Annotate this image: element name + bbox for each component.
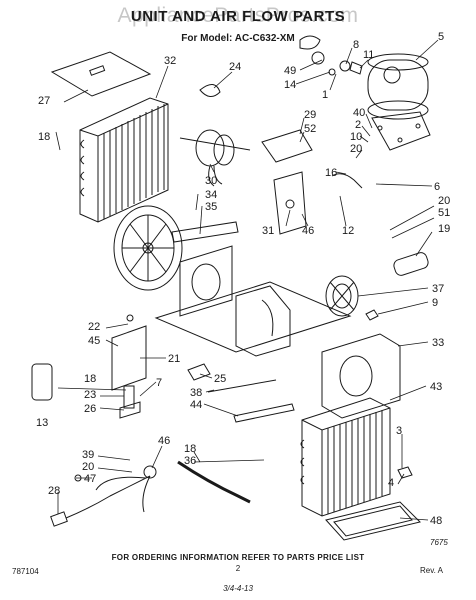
callout-label: 5: [438, 31, 444, 43]
callout-label: 19: [438, 223, 450, 235]
callout-label: 43: [430, 381, 442, 393]
callout-label: 35: [205, 201, 217, 213]
part-list-code: 787104: [12, 567, 39, 576]
callout-label: 38: [190, 387, 202, 399]
strip-44: [233, 403, 295, 423]
callout-label: 51: [438, 207, 450, 219]
callout-label: 47: [84, 473, 96, 485]
callout-label: 46: [158, 435, 170, 447]
callout-label: 25: [214, 373, 226, 385]
callout-label: 20: [82, 461, 94, 473]
callout-label: 39: [82, 449, 94, 461]
callout-label: 40: [353, 107, 365, 119]
callout-label: 36: [184, 455, 196, 467]
callout-label: 31: [262, 225, 274, 237]
callout-label: 28: [48, 485, 60, 497]
callout-label: 48: [430, 515, 442, 527]
ordering-note: FOR ORDERING INFORMATION REFER TO PARTS …: [111, 553, 365, 562]
fan-motor: [179, 129, 251, 187]
callout-label: 14: [284, 79, 296, 91]
knob-13: [31, 363, 53, 401]
top-panel: [50, 51, 152, 97]
base-scroll-assembly: [154, 245, 352, 357]
evaporator-coil: [79, 97, 169, 223]
callout-label: 18: [84, 373, 96, 385]
revision: Rev. A: [420, 566, 443, 575]
leader-lines: [55, 39, 439, 521]
callout-label: 4: [388, 477, 394, 489]
callout-label: 6: [434, 181, 440, 193]
callout-label: 45: [88, 335, 100, 347]
callout-label: 2: [355, 119, 361, 131]
blower-wheel: [113, 205, 183, 291]
callout-label: 12: [342, 225, 354, 237]
callout-label: 8: [353, 39, 359, 51]
callout-label: 49: [284, 65, 296, 77]
drain-pan: [325, 501, 421, 541]
callout-label: 7: [156, 377, 162, 389]
rod-38: [207, 379, 277, 393]
callout-label: 22: [88, 321, 100, 333]
callout-labels: 5 8 11 49 14 1 24 32 27 18 40 2 10 20 16…: [36, 31, 450, 527]
callout-label: 18: [38, 131, 50, 143]
part-25: [187, 363, 211, 381]
callout-label: 9: [432, 297, 438, 309]
page-number: 2: [235, 564, 241, 573]
clip-24: [199, 84, 221, 97]
callout-label: 30: [205, 175, 217, 187]
callout-label: 20: [438, 195, 450, 207]
foam-strip: [171, 221, 239, 243]
callout-label: 46: [302, 225, 314, 237]
callout-label: 33: [432, 337, 444, 349]
condenser-fan-blade: [325, 275, 359, 317]
callout-label: 13: [36, 417, 48, 429]
motor-bracket: [261, 129, 313, 235]
callout-label: 34: [205, 189, 217, 201]
callout-label: 24: [229, 61, 241, 73]
callout-label: 10: [350, 131, 362, 143]
watermark: AppliancePartsPros.com: [117, 4, 359, 27]
clamp-9: [365, 309, 379, 321]
model-number: For Model: AC-C632-XM: [181, 33, 295, 44]
callout-label: 3: [396, 425, 402, 437]
callout-label: 1: [322, 89, 328, 101]
shroud: [321, 333, 401, 419]
callout-label: 11: [363, 49, 374, 61]
callout-label: 21: [168, 353, 180, 365]
clip-3: [397, 466, 413, 479]
bottom-code: 3/4-4-13: [223, 584, 253, 593]
callout-label: 20: [350, 143, 362, 155]
callout-label: 29: [304, 109, 316, 121]
capacitor: [393, 252, 429, 276]
drawing-code: 7675: [430, 538, 448, 547]
wiring-harness: [50, 465, 157, 527]
drain-tube: [177, 460, 251, 504]
condenser-coil: [300, 397, 391, 517]
callout-label: 32: [164, 55, 176, 67]
hose: [331, 173, 363, 189]
control-bracket: [111, 314, 147, 419]
callout-label: 44: [190, 399, 202, 411]
callout-label: 52: [304, 123, 316, 135]
callout-label: 26: [84, 403, 96, 415]
callout-label: 27: [38, 95, 50, 107]
callout-label: 37: [432, 283, 444, 295]
callout-label: 23: [84, 389, 96, 401]
callout-label: 16: [325, 167, 337, 179]
callout-label: 18: [184, 443, 196, 455]
compressor: [367, 53, 431, 151]
diagram-title: UNIT AND AIR FLOW PARTS: [130, 8, 346, 25]
